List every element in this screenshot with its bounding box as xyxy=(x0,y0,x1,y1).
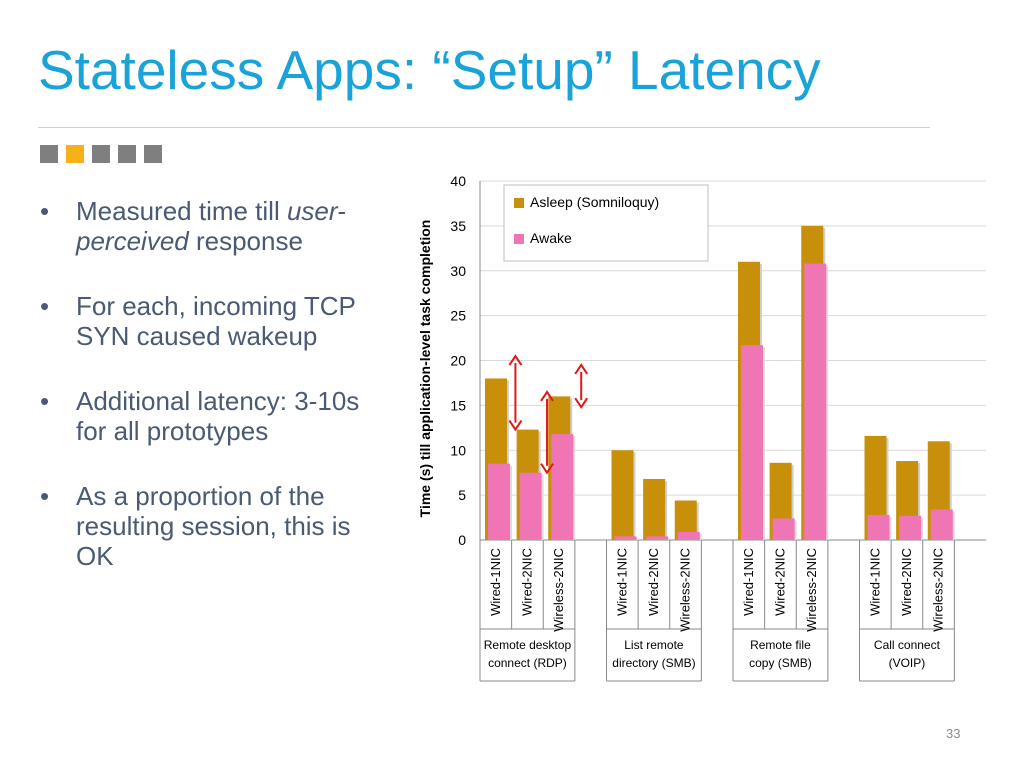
x-tick-label: Wired-1NIC xyxy=(488,548,503,616)
bar-asleep xyxy=(674,500,697,540)
legend-swatch xyxy=(514,198,524,208)
legend-label: Awake xyxy=(530,230,572,246)
group-label: directory (SMB) xyxy=(612,656,695,670)
latency-arrow-head xyxy=(574,363,589,375)
bar-awake xyxy=(741,345,763,540)
bullet-emphasis: user-perceived xyxy=(76,196,346,256)
bullet-item: For each, incoming TCP SYN caused wakeup xyxy=(40,291,390,351)
y-tick-label: 20 xyxy=(450,353,466,369)
legend-label: Asleep (Somniloquy) xyxy=(530,194,659,210)
x-tick-label: Wired-1NIC xyxy=(614,548,629,616)
latency-arrow-head xyxy=(574,397,589,409)
x-tick-label: Wired-1NIC xyxy=(741,548,756,616)
progress-square-4 xyxy=(118,145,136,163)
group-label: connect (RDP) xyxy=(488,656,567,670)
progress-square-2-active xyxy=(66,145,84,163)
bar-asleep xyxy=(643,478,666,540)
x-tick-label: Wired-2NIC xyxy=(899,548,914,616)
group-label: copy (SMB) xyxy=(749,656,812,670)
latency-arrow-head xyxy=(540,463,554,475)
y-tick-label: 35 xyxy=(450,218,466,234)
x-tick-label: Wired-2NIC xyxy=(772,548,787,616)
x-tick-label: Wireless-2NIC xyxy=(551,548,566,632)
latency-arrow-head xyxy=(508,354,523,366)
y-tick-label: 5 xyxy=(458,487,466,503)
group-label: List remote xyxy=(624,638,684,652)
bar-awake xyxy=(899,515,922,540)
latency-arrow-head xyxy=(508,420,523,432)
x-tick-label: Wired-2NIC xyxy=(519,548,534,616)
legend-swatch xyxy=(514,234,524,244)
x-tick-label: Wireless-2NIC xyxy=(931,548,946,632)
bar-awake xyxy=(614,536,637,540)
y-tick-label: 15 xyxy=(450,397,466,413)
bar-awake xyxy=(867,514,890,540)
x-tick-label: Wired-1NIC xyxy=(867,548,882,616)
progress-square-1 xyxy=(40,145,58,163)
y-tick-label: 10 xyxy=(450,442,466,458)
bar-awake xyxy=(677,531,700,540)
bar-awake xyxy=(772,518,795,540)
bullet-list: Measured time till user-perceived respon… xyxy=(40,196,390,606)
x-tick-label: Wired-2NIC xyxy=(646,548,661,616)
bar-awake xyxy=(519,472,542,540)
y-tick-label: 0 xyxy=(458,532,466,548)
bar-asleep xyxy=(611,450,634,540)
y-tick-label: 25 xyxy=(450,308,466,324)
y-tick-label: 30 xyxy=(450,263,466,279)
progress-indicator xyxy=(40,145,162,163)
y-tick-label: 40 xyxy=(450,173,466,189)
bar-awake xyxy=(551,434,574,540)
x-tick-label: Wireless-2NIC xyxy=(678,548,693,632)
group-label: Remote desktop xyxy=(484,638,572,652)
bullet-item: Measured time till user-perceived respon… xyxy=(40,196,390,256)
group-label: Remote file xyxy=(750,638,811,652)
bullet-item: Additional latency: 3-10s for all protot… xyxy=(40,386,390,446)
legend-box xyxy=(503,184,709,262)
bullet-item: As a proportion of the resulting session… xyxy=(40,481,390,571)
title-divider xyxy=(38,127,930,128)
bar-awake xyxy=(488,463,510,540)
bar-asleep xyxy=(864,435,887,540)
progress-square-3 xyxy=(92,145,110,163)
y-axis-label: Time (s) till application-level task com… xyxy=(417,220,433,518)
slide-title: Stateless Apps: “Setup” Latency xyxy=(38,39,821,101)
bar-awake xyxy=(646,536,669,540)
bar-awake xyxy=(804,263,827,540)
group-label: (VOIP) xyxy=(889,656,926,670)
progress-square-5 xyxy=(144,145,162,163)
page-number: 33 xyxy=(946,726,961,741)
latency-arrow-head xyxy=(540,390,554,402)
x-tick-label: Wireless-2NIC xyxy=(804,548,819,632)
bar-awake xyxy=(930,509,953,540)
group-label: Call connect xyxy=(874,638,941,652)
